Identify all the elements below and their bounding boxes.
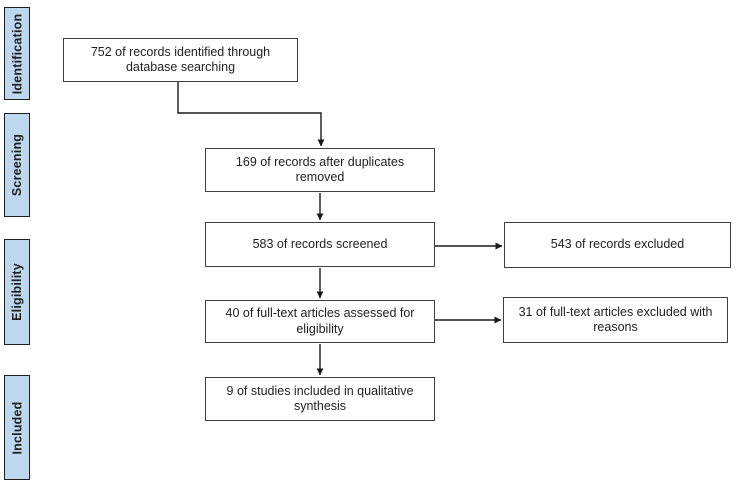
box-records-identified: 752 of records identified through databa…	[63, 38, 298, 82]
box-qualitative-synthesis-text: 9 of studies included in qualitative syn…	[226, 383, 414, 414]
box-records-screened: 583 of records screened	[205, 222, 435, 267]
stage-label-identification-text: Identification	[10, 13, 25, 94]
box-records-excluded: 543 of records excluded	[504, 222, 731, 268]
stage-label-eligibility: Eligibility	[4, 239, 30, 345]
box-records-excluded-text: 543 of records excluded	[550, 237, 685, 252]
box-fulltext-excluded: 31 of full-text articles excluded with r…	[503, 297, 728, 343]
stage-label-included-text: Included	[10, 401, 24, 454]
box-qualitative-synthesis: 9 of studies included in qualitative syn…	[205, 377, 435, 421]
stage-label-included: Included	[4, 375, 30, 480]
connector-identified-to-after-duplicates	[177, 82, 325, 147]
box-records-screened-text: 583 of records screened	[252, 236, 388, 251]
stage-label-screening-text: Screening	[10, 133, 24, 197]
stage-label-identification: Identification	[4, 7, 30, 100]
box-records-identified-text: 752 of records identified through databa…	[90, 44, 271, 75]
box-fulltext-excluded-text: 31 of full-text articles excluded with r…	[518, 304, 713, 335]
stage-label-screening: Screening	[4, 113, 30, 217]
stage-label-eligibility-text: Eligibility	[10, 263, 25, 321]
box-fulltext-assessed-text: 40 of full-text articles assessed for el…	[225, 306, 415, 336]
box-records-after-duplicates: 169 of records after duplicates removed	[205, 148, 435, 192]
box-fulltext-assessed: 40 of full-text articles assessed for el…	[205, 300, 435, 343]
box-records-after-duplicates-text: 169 of records after duplicates removed	[235, 154, 405, 185]
